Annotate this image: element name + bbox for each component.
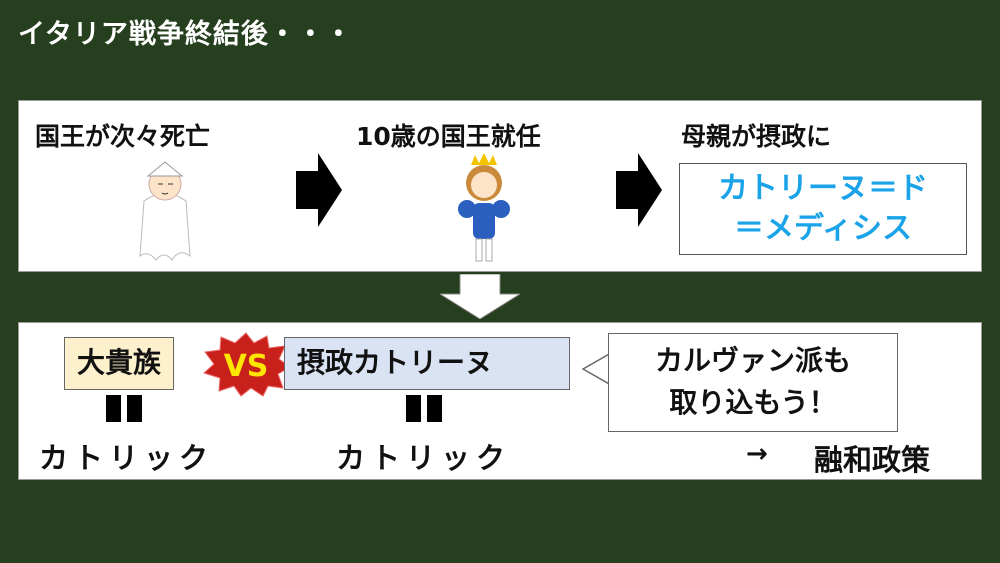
vs-text: VS <box>224 349 269 384</box>
catherine-name-box: カトリーヌ＝ド ＝メディシス <box>679 163 967 255</box>
name-line-2: ＝メディシス <box>734 211 912 246</box>
step-kings-die: 国王が次々死亡 <box>35 122 211 151</box>
nobles-religion: カトリック <box>39 441 215 475</box>
ghost-king-illustration <box>139 161 191 261</box>
timeline-panel: 国王が次々死亡 10歳の国王就任 母親が摂政に カトリーヌ＝ド ＝メディシス <box>18 100 982 272</box>
callout-pointer <box>582 352 612 386</box>
step-young-king: 10歳の国王就任 <box>356 122 541 151</box>
right-arrow-icon <box>296 153 342 227</box>
equals-sign-icon <box>106 395 142 422</box>
slide-title: イタリア戦争終結後・・・ <box>18 19 353 50</box>
callout-line-2: 取り込もう！ <box>669 386 837 419</box>
vs-burst: VS <box>203 332 291 397</box>
conflict-panel: 大貴族 VS 摂政カトリーヌ カトリック カトリック カルヴァン派も 取り込もう… <box>18 322 982 480</box>
result-policy: 融和政策 <box>814 443 931 477</box>
young-king-illustration <box>458 153 510 262</box>
name-line-1: カトリーヌ＝ド <box>718 171 928 206</box>
step-mother-regent: 母親が摂政に <box>681 122 832 151</box>
callout-line-1: カルヴァン派も <box>654 344 851 377</box>
speech-callout: カルヴァン派も 取り込もう！ <box>608 333 898 432</box>
nobles-label: 大貴族 <box>64 337 175 390</box>
regent-label: 摂政カトリーヌ <box>284 337 570 390</box>
result-arrow: → <box>746 439 768 469</box>
regent-religion: カトリック <box>336 441 512 475</box>
down-arrow-icon <box>440 274 520 319</box>
right-arrow-icon <box>616 153 662 227</box>
equals-sign-icon <box>406 395 442 422</box>
